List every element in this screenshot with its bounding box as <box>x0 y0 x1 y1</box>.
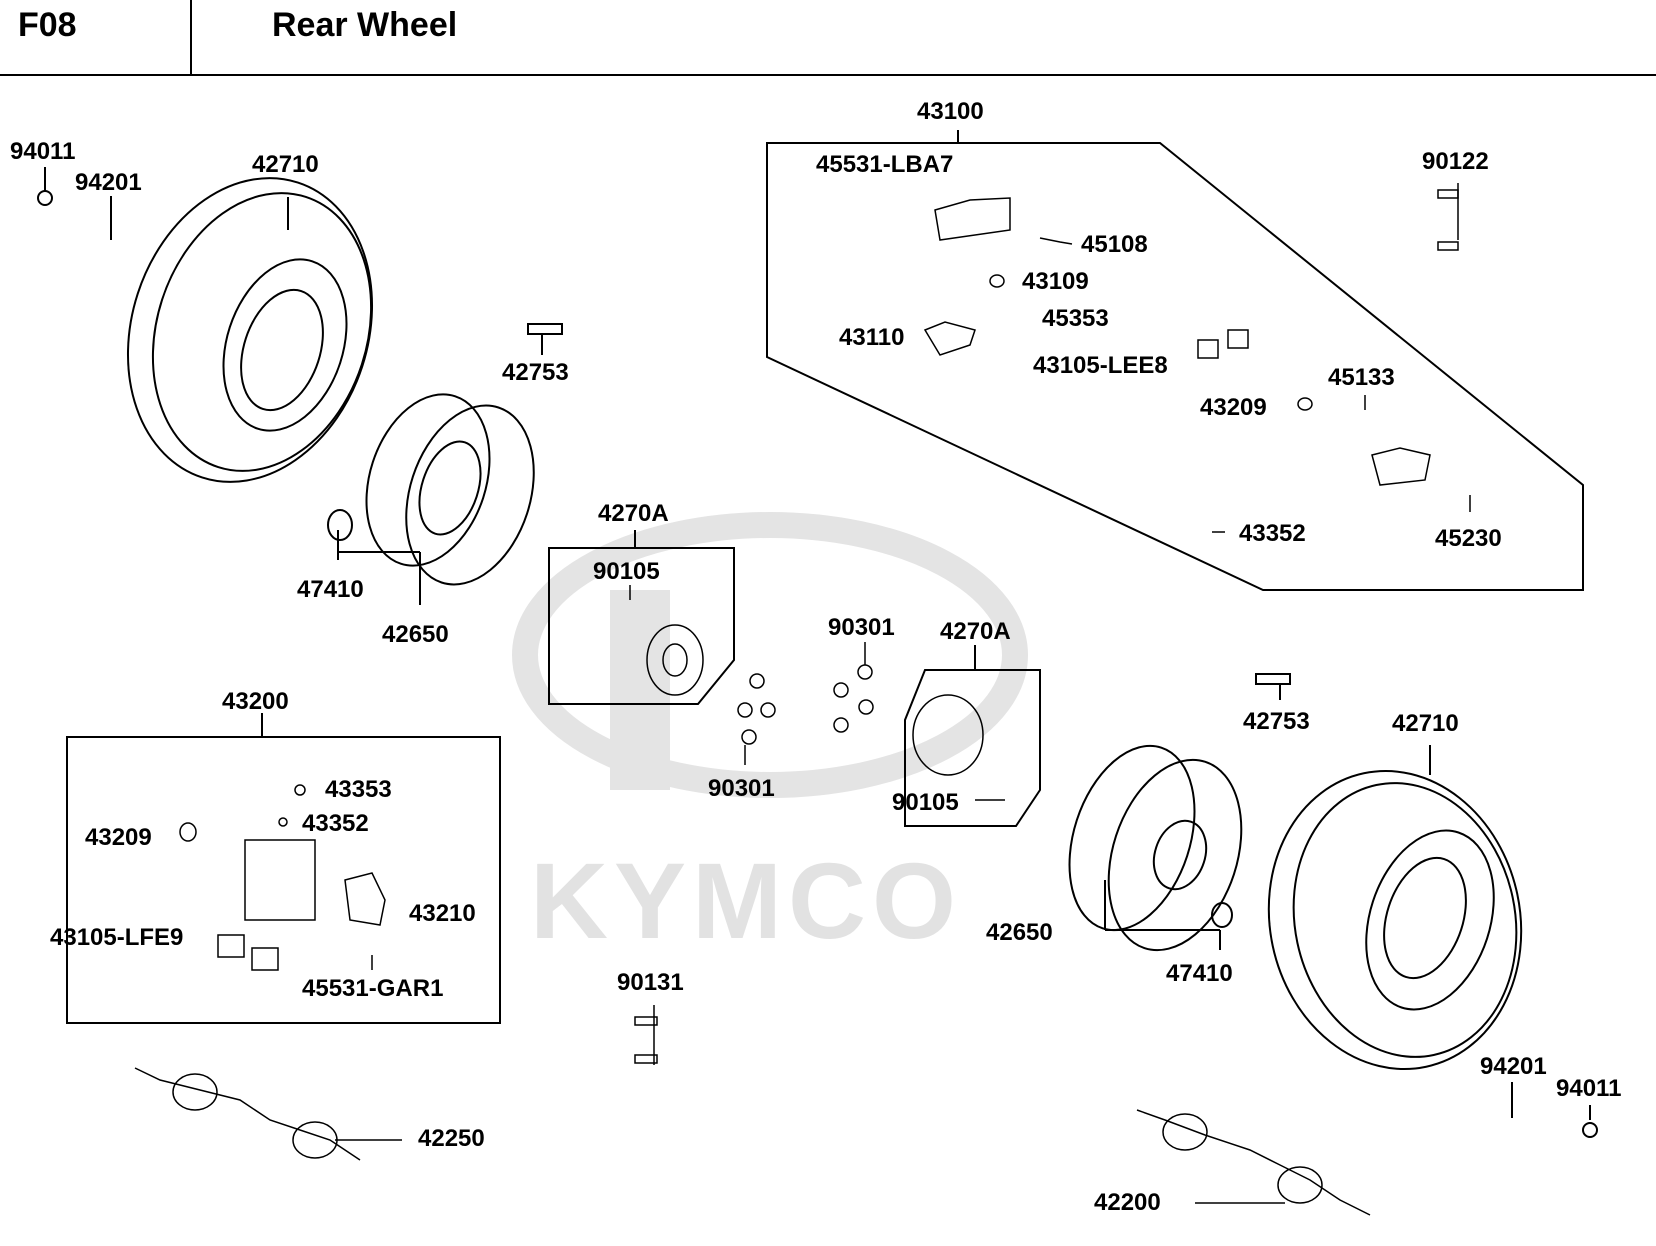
nut-pin-right-drawing <box>1511 1082 1598 1138</box>
part-label[interactable]: 45133 <box>1328 364 1395 391</box>
part-label[interactable]: 45531-GAR1 <box>302 975 444 1002</box>
part-label[interactable]: 45353 <box>1042 305 1109 332</box>
part-label[interactable]: 42650 <box>986 919 1053 946</box>
hub-right-drawing <box>912 694 1005 801</box>
watermark-brand: KYMCO <box>530 840 962 961</box>
part-label[interactable]: 90301 <box>708 775 775 802</box>
part-label[interactable]: 90301 <box>828 614 895 641</box>
watermark-logo <box>512 512 1028 798</box>
part-label[interactable]: 47410 <box>1166 960 1233 987</box>
section-code: F08 <box>18 6 77 44</box>
shaft-42250-drawing <box>134 1067 402 1161</box>
nut-pin-left-drawing <box>37 167 112 240</box>
part-label[interactable]: 43352 <box>302 810 369 837</box>
group-outline-hub-right <box>904 645 1041 827</box>
group-outline-43100 <box>766 130 1584 591</box>
part-label[interactable]: 43353 <box>325 776 392 803</box>
group-outline-43200 <box>66 713 501 1024</box>
part-label[interactable]: 94011 <box>10 138 76 165</box>
part-label[interactable]: 43352 <box>1239 520 1306 547</box>
bolt-90131-drawing <box>634 1005 658 1065</box>
part-label[interactable]: 45108 <box>1081 231 1148 258</box>
part-label[interactable]: 90105 <box>892 789 959 816</box>
caliper-front-drawing <box>923 183 1471 533</box>
rim-left-drawing <box>337 393 535 605</box>
part-label[interactable]: 94201 <box>75 169 142 196</box>
part-label[interactable]: 42710 <box>1392 710 1459 737</box>
part-label[interactable]: 47410 <box>297 576 364 603</box>
group-label-hub-left[interactable]: 4270A <box>598 500 669 527</box>
part-label[interactable]: 90105 <box>593 558 660 585</box>
shaft-42200-drawing <box>1136 1109 1371 1216</box>
part-label[interactable]: 43109 <box>1022 268 1089 295</box>
part-label[interactable]: 42710 <box>252 151 319 178</box>
part-label[interactable]: 45230 <box>1435 525 1502 552</box>
part-label[interactable]: 45531-LBA7 <box>816 151 954 178</box>
caliper-rear-drawing <box>179 784 386 971</box>
page-title: Rear Wheel <box>272 6 458 44</box>
cap-left-drawing <box>327 509 353 541</box>
part-label[interactable]: 43209 <box>85 824 152 851</box>
hub-left-drawing <box>629 585 704 696</box>
part-label[interactable]: 43105-LFE9 <box>50 924 184 951</box>
tire-right-drawing <box>1267 745 1523 1071</box>
part-label[interactable]: 43210 <box>409 900 476 927</box>
group-label-hub-right[interactable]: 4270A <box>940 618 1011 645</box>
tire-left-drawing <box>126 177 374 483</box>
part-label[interactable]: 94011 <box>1556 1075 1622 1102</box>
group-label-43200[interactable]: 43200 <box>222 688 289 715</box>
group-label-43100[interactable]: 43100 <box>917 98 984 125</box>
valve-left-drawing <box>527 323 563 355</box>
part-label[interactable]: 42753 <box>502 359 569 386</box>
part-label[interactable]: 42650 <box>382 621 449 648</box>
part-label[interactable]: 42200 <box>1094 1189 1161 1216</box>
part-label[interactable]: 43110 <box>839 324 905 351</box>
rim-right-drawing <box>1068 744 1243 952</box>
group-outline-hub-left <box>548 530 735 705</box>
part-label[interactable]: 42753 <box>1243 708 1310 735</box>
part-label[interactable]: 90131 <box>617 969 684 996</box>
part-label[interactable]: 94201 <box>1480 1053 1547 1080</box>
part-label[interactable]: 43105-LEE8 <box>1033 352 1168 379</box>
part-label[interactable]: 42250 <box>418 1125 485 1152</box>
nuts-90301-drawing <box>737 642 874 765</box>
valve-right-drawing <box>1255 673 1291 700</box>
part-label[interactable]: 90122 <box>1422 148 1489 175</box>
part-label[interactable]: 43209 <box>1200 394 1267 421</box>
